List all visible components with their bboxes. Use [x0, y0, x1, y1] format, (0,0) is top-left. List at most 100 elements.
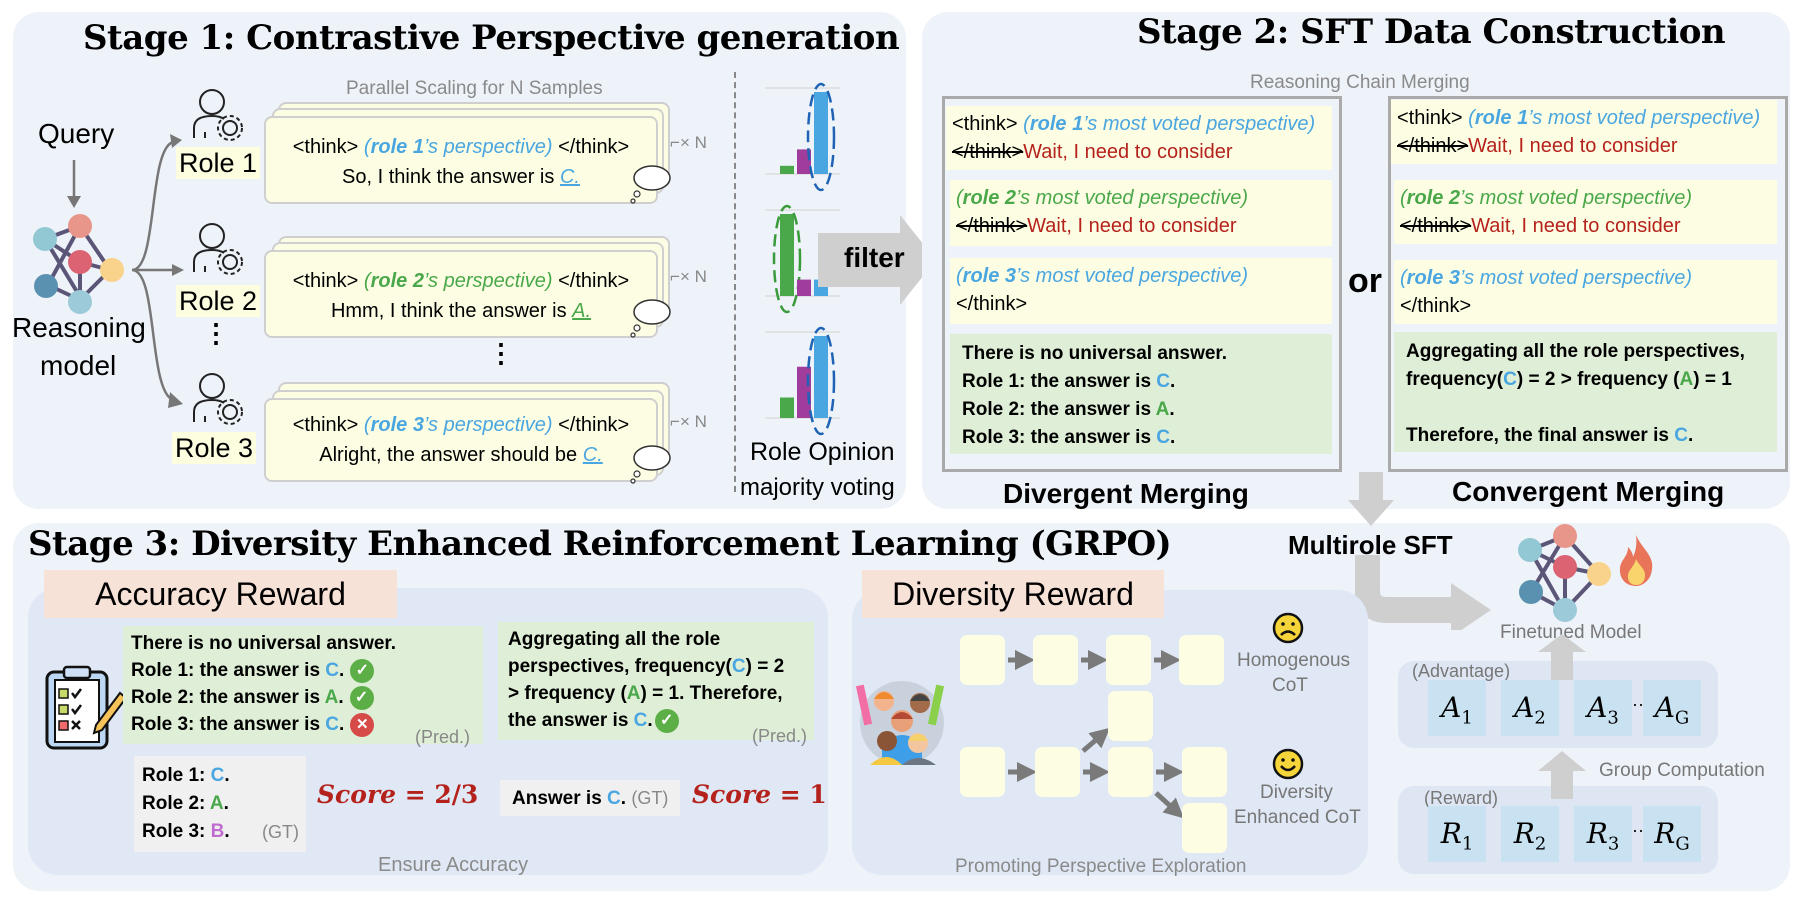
diversity-reward-tag: Diversity Reward [862, 570, 1164, 618]
cot-step-node [1179, 635, 1224, 685]
crowd-celebrating-icon [855, 681, 945, 765]
voting-label-line1: Role Opinion [750, 438, 895, 466]
score-convergent: Score = 1 [692, 780, 827, 809]
think-close-tag: </think> [558, 136, 630, 158]
cot-step-node [1108, 691, 1153, 741]
advantage-cell-g: AG [1643, 680, 1701, 736]
cot-step-node [960, 635, 1005, 685]
cot-edge-arrow [1081, 727, 1111, 753]
role1-person-gear-icon [193, 89, 243, 141]
stage1-title: Stage 1: Contrastive Perspective generat… [83, 18, 900, 58]
cot-step-node [1035, 747, 1080, 797]
role1-answer-line: So, I think the answer is C. [342, 166, 580, 188]
happy-face-icon [1272, 748, 1304, 780]
accuracy-pred-divergent: There is no universal answer. Role 1: th… [123, 626, 483, 744]
divergent-role2-block: (role 2’s most voted perspective) </thin… [950, 180, 1332, 246]
role1-answer: C. [559, 166, 580, 188]
filter-label: filter [844, 242, 905, 273]
convergent-role1-block: <think> (role 1’s most voted perspective… [1391, 100, 1777, 164]
model-label-line2: model [40, 350, 117, 381]
think-close-tag: </think> [558, 270, 630, 292]
role2-answer-line: Hmm, I think the answer is A. [330, 300, 592, 322]
voting-chart-3 [765, 326, 840, 436]
gt1-tag: (GT) [262, 822, 299, 842]
voting-label-line2: majority voting [740, 474, 895, 501]
role2-card: <think> (role 2’s perspective) </think> … [264, 250, 658, 338]
reward-cell-3: R3 [1574, 806, 1632, 862]
think-close-tag: </think> [558, 414, 630, 436]
up-arrow-advantage-to-model [1538, 634, 1586, 680]
role1-think-line: <think> (role 1’s perspective) </think> [266, 136, 656, 159]
parallel-scaling-label: Parallel Scaling for N Samples [346, 78, 603, 99]
stage1-divider [734, 72, 736, 492]
reward-cell-1: R1 [1428, 806, 1486, 862]
cards-ellipsis: ⋮ [488, 338, 514, 368]
cot-flow-diagram [960, 635, 1227, 853]
role2-label: Role 2 [176, 285, 261, 317]
fire-icon [1619, 535, 1653, 586]
divergent-role1-block: <think> (role 1’s most voted perspective… [946, 106, 1332, 170]
advantage-label: (Advantage) [1412, 661, 1511, 681]
convergent-role3-block: (role 3’s most voted perspective) </thin… [1394, 260, 1777, 324]
filter-arrow [818, 215, 936, 305]
roles-ellipsis: ⋮ [203, 318, 229, 348]
cot-step-node [1182, 803, 1227, 853]
stage3-title: Stage 3: Diversity Enhanced Reinforcemen… [28, 524, 1172, 564]
role1-label: Role 1 [176, 147, 261, 179]
cot-step-node [1182, 747, 1227, 797]
reward-cell-2: R2 [1501, 806, 1559, 862]
sft-down-arrow [1348, 472, 1394, 526]
role3-think-line: <think> (role 3’s perspective) </think> [266, 414, 656, 437]
voting-winner-ring [806, 82, 836, 192]
accuracy-gt-divergent: Role 1: C. Role 2: A. Role 3: B. [134, 756, 306, 852]
group-computation-label: Group Computation [1599, 760, 1765, 781]
reasoning-model-icon [33, 214, 124, 314]
query-arrow [67, 160, 81, 208]
homogenous-label-2: CoT [1272, 675, 1308, 696]
voting-bar-B [797, 279, 811, 296]
pred1-tag: (Pred.) [415, 727, 471, 747]
cot-step-node [1033, 635, 1078, 685]
voting-bar-A [780, 165, 794, 174]
reward-cell-g: RG [1643, 806, 1701, 862]
model-label-line1: Reasoning [12, 312, 146, 343]
accuracy-gt-convergent: Answer is C. (GT) [500, 780, 680, 816]
majority-voting-charts [765, 82, 840, 436]
divergent-answer-block: There is no universal answer. Role 1: th… [950, 334, 1332, 454]
pred2-tag: (Pred.) [752, 726, 808, 746]
reasoning-chain-merging-label: Reasoning Chain Merging [1250, 72, 1470, 93]
role1-perspective: (role 1’s perspective) [363, 136, 553, 158]
advantage-cell-1: A1 [1428, 680, 1486, 736]
role1-thought-bubble-icon [630, 165, 671, 204]
role2-times-n: ⌐× N [670, 267, 707, 286]
role2-perspective: (role 2’s perspective) [363, 270, 553, 292]
convergent-answer-block: Aggregating all the role perspectives, f… [1394, 332, 1777, 452]
convergent-merging-title: Convergent Merging [1452, 476, 1725, 507]
stage2-title: Stage 2: SFT Data Construction [1137, 12, 1726, 52]
think-open-tag: <think> [292, 414, 359, 436]
role3-person-gear-icon [193, 373, 243, 425]
branch-arrows [131, 134, 184, 408]
voting-bar-A [780, 397, 794, 418]
reward-label: (Reward) [1424, 788, 1499, 808]
voting-bar-C [814, 92, 828, 174]
think-open-tag: <think> [292, 270, 359, 292]
role1-times-n: ⌐× N [670, 133, 707, 152]
cot-step-node [1106, 635, 1151, 685]
clipboard-checklist-icon [45, 665, 128, 750]
sad-face-icon [1272, 612, 1304, 644]
divergent-merging-title: Divergent Merging [1003, 478, 1249, 509]
up-arrow-group-computation [1538, 751, 1586, 799]
role2-answer: A. [572, 300, 592, 322]
role1-card: <think> (role 1’s perspective) </think> … [264, 116, 658, 204]
or-label: or [1348, 262, 1382, 300]
query-label: Query [38, 118, 115, 149]
role3-label: Role 3 [172, 432, 257, 464]
role2-thought-bubble-icon [630, 299, 671, 338]
advantage-cell-3: A3 [1574, 680, 1632, 736]
voting-chart-2 [765, 204, 840, 314]
role2-person-gear-icon [193, 223, 243, 275]
check-icon: ✓ [654, 708, 679, 733]
diverse-label-1: Diversity [1260, 782, 1333, 803]
role3-answer-line: Alright, the answer should be C. [319, 444, 603, 466]
